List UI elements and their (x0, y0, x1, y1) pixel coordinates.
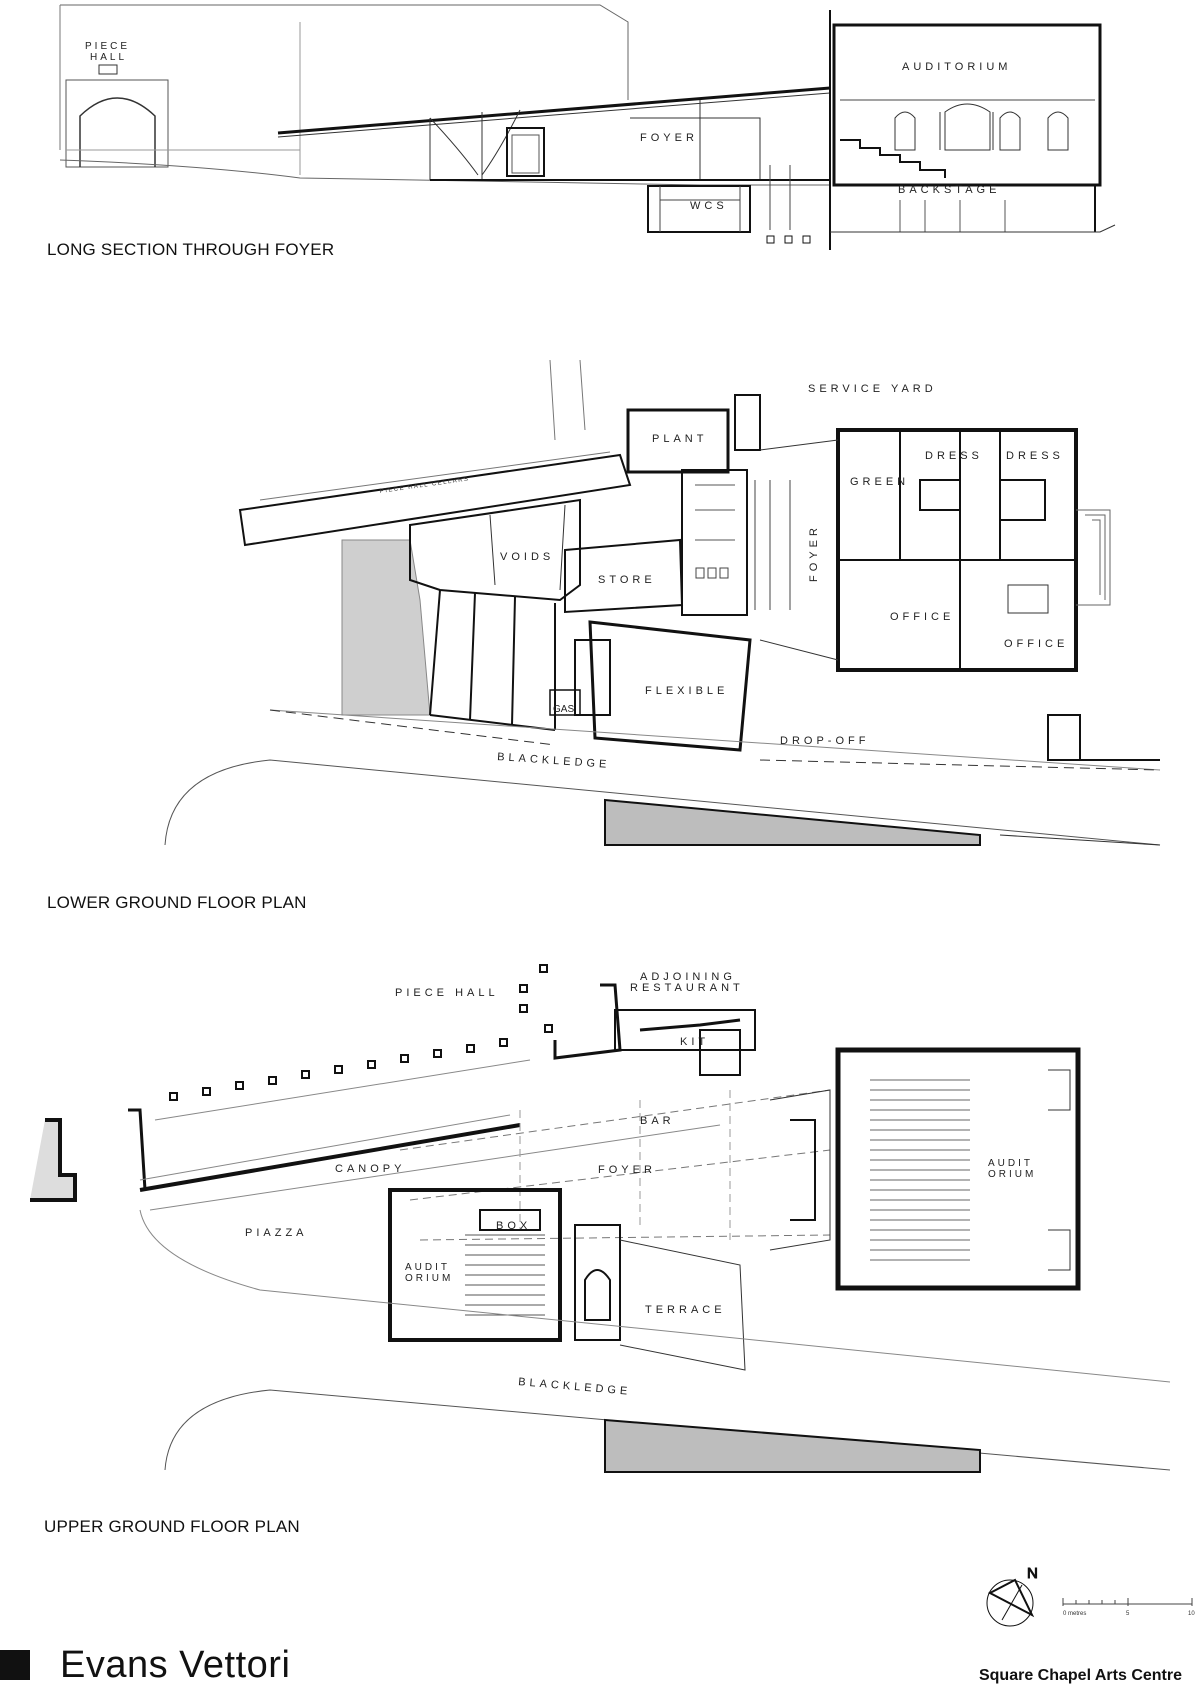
upper-ground-labels: PIECE HALL ADJOINING RESTAURANT KIT BAR … (245, 971, 1036, 1398)
brand-name: Evans Vettori (60, 1644, 291, 1686)
scale-label-end: 10 (1188, 1611, 1195, 1617)
label-piece-hall-line2: HALL (90, 52, 127, 63)
scale-label-zero: 0 metres (1063, 1611, 1086, 1617)
label-green: GREEN (850, 476, 909, 488)
label-studio-audit: AUDIT (405, 1262, 450, 1273)
label-bar: BAR (640, 1115, 675, 1127)
label-dress-2: DRESS (1006, 450, 1064, 462)
label-studio-orium: ORIUM (405, 1273, 453, 1284)
label-blackledge-upper: BLACKLEDGE (518, 1376, 632, 1398)
long-section (59, 4, 1116, 250)
label-dress-1: DRESS (925, 450, 983, 462)
scale-bar: 0 metres 5 10 (1062, 1598, 1195, 1617)
lower-ground-labels: SERVICE YARD PLANT PIECE HALL CELLARS VO… (379, 383, 1068, 771)
label-auditorium: AUDITORIUM (902, 61, 1011, 73)
label-office-1: OFFICE (890, 611, 954, 623)
label-main-orium: ORIUM (988, 1169, 1036, 1180)
label-gas: GAS (553, 704, 574, 715)
label-plant: PLANT (652, 433, 707, 445)
label-blackledge-lower: BLACKLEDGE (497, 751, 611, 771)
label-piece-hall-cellars: PIECE HALL CELLARS (379, 476, 469, 495)
project-title: Square Chapel Arts Centre (978, 1667, 1182, 1684)
label-piece-hall-line1: PIECE (85, 41, 130, 52)
label-main-audit: AUDIT (988, 1158, 1033, 1169)
lower-ground-plan (164, 359, 1161, 846)
label-drop-off: DROP-OFF (780, 735, 869, 747)
label-voids: VOIDS (500, 551, 554, 563)
label-upper-foyer: FOYER (598, 1164, 656, 1176)
label-service-yard: SERVICE YARD (808, 383, 937, 395)
label-piece-hall: PIECE HALL (85, 41, 136, 63)
scale-label-mid: 5 (1126, 1611, 1130, 1617)
label-piazza: PIAZZA (245, 1227, 308, 1239)
label-box: BOX (496, 1220, 531, 1232)
label-backstage: BACKSTAGE (898, 184, 1000, 196)
label-adjoining: ADJOINING (640, 971, 736, 983)
label-office-2: OFFICE (1004, 638, 1068, 650)
upper-ground-plan (30, 964, 1171, 1473)
caption-upper-ground: UPPER GROUND FLOOR PLAN (44, 1517, 300, 1536)
north-label: N (1027, 1565, 1038, 1582)
label-kit: KIT (680, 1036, 709, 1048)
label-terrace: TERRACE (645, 1304, 726, 1316)
long-section-labels: PIECE HALL FOYER AUDITORIUM WCS BACKSTAG… (85, 41, 1011, 212)
north-arrow: N (986, 1565, 1038, 1627)
label-section-foyer: FOYER (640, 132, 698, 144)
label-lower-foyer: FOYER (808, 524, 820, 582)
label-restaurant: RESTAURANT (630, 982, 744, 994)
label-flexible: FLEXIBLE (645, 685, 728, 697)
label-canopy: CANOPY (335, 1163, 405, 1175)
caption-lower-ground: LOWER GROUND FLOOR PLAN (47, 893, 307, 912)
brand-square-icon (0, 1650, 30, 1680)
label-store: STORE (598, 574, 656, 586)
label-upper-piece-hall: PIECE HALL (395, 987, 499, 999)
label-wcs: WCS (690, 200, 728, 212)
caption-long-section: LONG SECTION THROUGH FOYER (47, 240, 335, 259)
